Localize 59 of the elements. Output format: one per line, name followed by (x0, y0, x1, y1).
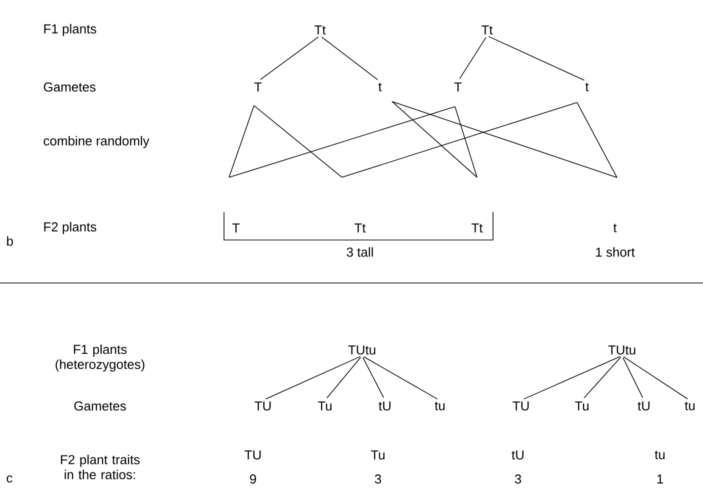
line (228, 105, 254, 178)
line (228, 106, 456, 178)
line (362, 357, 384, 398)
allele-label: Tt (354, 223, 366, 233)
line (363, 356, 438, 400)
row-label: F1 plants (44, 24, 96, 36)
line (523, 356, 621, 400)
line (254, 105, 342, 178)
allele-label: tU (638, 401, 650, 411)
allele-label: T (254, 82, 262, 92)
allele-label: t (378, 82, 382, 92)
line (342, 102, 578, 178)
allele-label: TUtu (608, 345, 636, 355)
row-label: F2 plants (44, 222, 96, 234)
allele-label: Tt (314, 25, 326, 35)
row-label: Gametes (44, 82, 96, 92)
line (454, 106, 478, 178)
row-label: TU (244, 450, 261, 460)
allele-label: TU (512, 401, 529, 411)
allele-label: Tu (574, 401, 588, 411)
line (392, 101, 618, 178)
allele-label: Tu (318, 401, 332, 411)
line (392, 101, 478, 178)
row-label: F1 plants (heterozygotes) (56, 344, 144, 372)
allele-label: tu (684, 402, 695, 410)
row-label: tU (512, 450, 524, 460)
allele-label: Tt (482, 25, 493, 35)
row-label: 9 (250, 474, 256, 484)
allele-label: t (585, 82, 589, 92)
line (459, 37, 486, 80)
row-label: F2 plant traits in the ratios: (60, 454, 140, 480)
allele-label: t (613, 224, 617, 232)
panel-letter: b (7, 236, 13, 246)
allele-label: tu (434, 402, 445, 410)
group-label: 1 short (596, 247, 635, 257)
allele-label: T (232, 224, 240, 232)
line (488, 36, 585, 81)
panel-letter: c (6, 475, 12, 483)
row-label: combine randomly (44, 136, 150, 148)
allele-label: tU (378, 401, 390, 411)
row-label: 3 (514, 474, 522, 484)
allele-label: TUtu (348, 345, 376, 355)
line (584, 356, 622, 398)
row-label: Gametes (74, 401, 126, 411)
line (622, 357, 644, 398)
line (260, 36, 319, 80)
line (265, 356, 361, 400)
row-label: tu (654, 450, 665, 460)
line (321, 36, 378, 80)
allele-label: Tt (472, 223, 483, 233)
row-label: 3 (374, 474, 382, 484)
allele-label: T (454, 82, 462, 92)
allele-label: TU (254, 401, 271, 411)
line (623, 356, 688, 400)
line (326, 356, 362, 398)
row-label: Tu (370, 450, 384, 460)
row-label: 1 (657, 474, 663, 484)
line (576, 102, 618, 178)
group-label: 3 tall (346, 247, 373, 257)
